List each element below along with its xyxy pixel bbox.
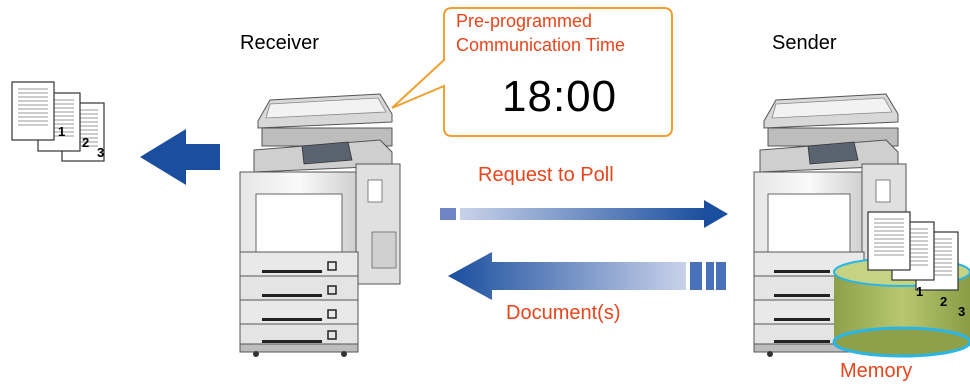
mem-page-number-3: 3	[958, 304, 965, 319]
request-to-poll-arrow	[440, 200, 728, 228]
documents-arrow	[448, 252, 726, 300]
output-arrow	[140, 129, 220, 185]
page-number-3: 3	[97, 145, 104, 160]
receiver-machine	[239, 93, 401, 357]
receiver-label: Receiver	[240, 32, 319, 54]
received-documents-stack: 3 2 1	[11, 81, 105, 162]
page-number-1: 1	[58, 124, 65, 139]
mem-page-number-1: 1	[916, 284, 923, 299]
page-number-2: 2	[82, 135, 89, 150]
sender-label: Sender	[772, 32, 837, 54]
memory-label: Memory	[840, 360, 913, 382]
documents-label: Document(s)	[506, 302, 621, 324]
request-to-poll-label: Request to Poll	[478, 164, 614, 186]
callout-bubble	[391, 7, 673, 137]
communication-time: 18:00	[502, 72, 618, 121]
mem-page-number-2: 2	[940, 294, 947, 309]
memory-documents-stack: 3 2 1	[867, 211, 965, 319]
callout-line2: Communication Time	[456, 35, 626, 55]
callout-line1: Pre-programmed	[456, 11, 593, 31]
